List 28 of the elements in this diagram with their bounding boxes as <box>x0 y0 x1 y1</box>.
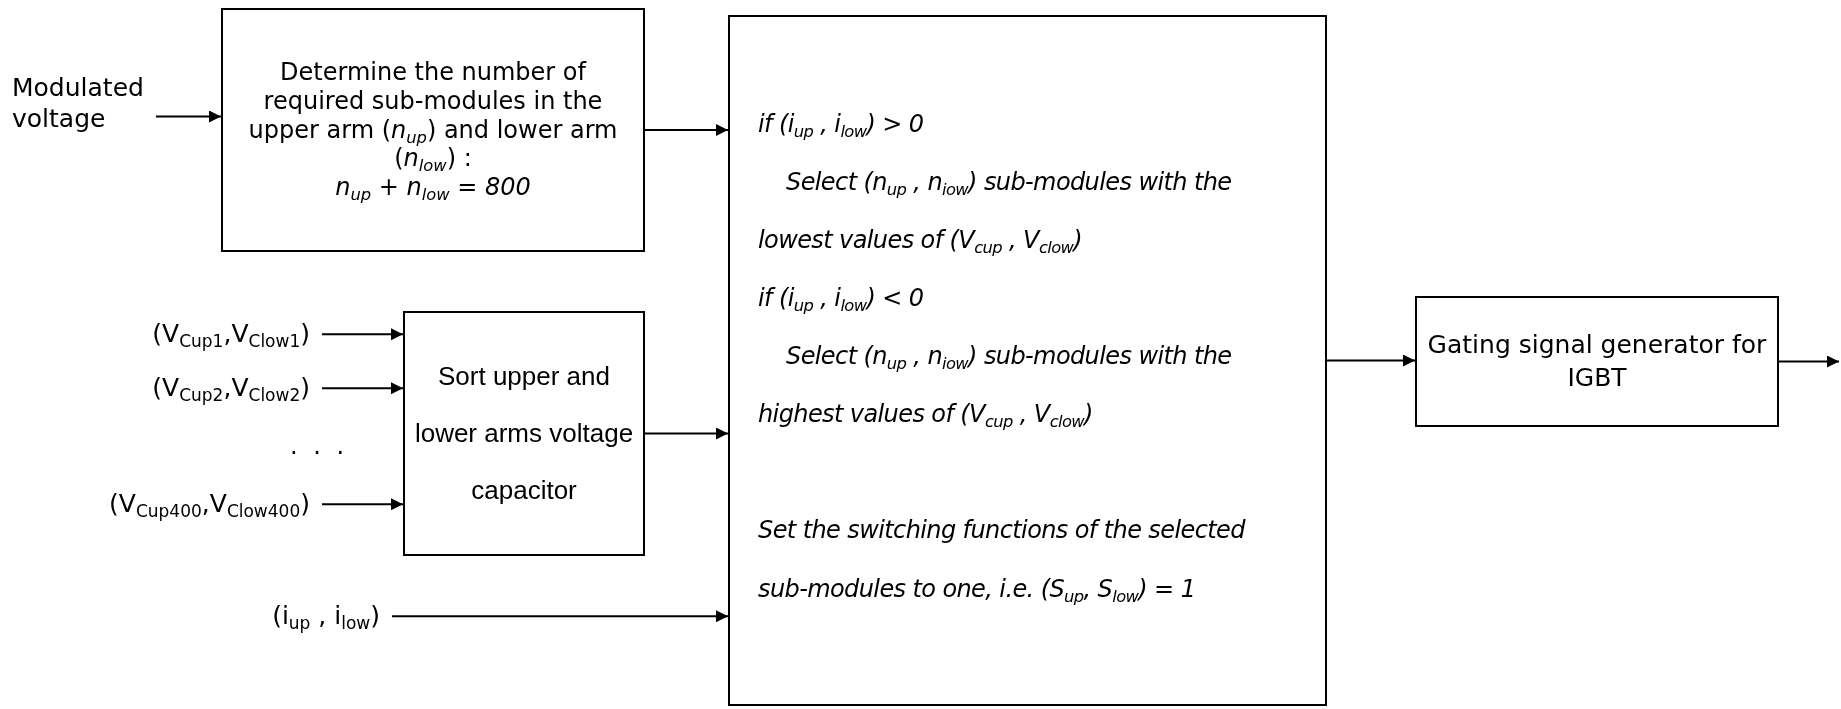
box-text: Select (n$_{up}$ , n$_{iow}$) sub-modules with the highest values of (V$_{cup}$ , V$_{clow}$) <box>758 341 1233 434</box>
input-label: (V$_{Cup2}$,V$_{Clow2}$) <box>152 372 310 405</box>
arrow <box>321 382 404 395</box>
box-text: Sort upper and lower arms voltage capacitor <box>413 359 635 508</box>
box-text: Gating signal generator for IGBT <box>1427 329 1767 394</box>
input-label: (V$_{Cup1}$,V$_{Clow1}$) <box>152 318 310 351</box>
box-text: if (i$_{up}$ , i$_{low}$) < 0 <box>758 283 925 318</box>
arrow <box>1326 354 1416 367</box>
arrow <box>391 610 729 623</box>
arrow <box>644 124 729 136</box>
process-box <box>403 311 645 556</box>
arrow <box>154 110 222 123</box>
box-text: Set the switching functions of the selected sub-modules to one, i.e. (S$_{up}$, S$_{low}$) = 1 <box>758 515 1247 608</box>
input-label: (i$_{up}$ , i$_{low}$) <box>272 600 380 633</box>
input-label: (V$_{Cup400}$,V$_{Clow400}$) <box>109 488 310 521</box>
box-text: Determine the number of required sub-modules in the upper arm (n$_{up}$) and lower arm (n$_{low}$) : <box>247 58 619 174</box>
process-box <box>221 8 645 252</box>
process-box <box>1415 296 1779 427</box>
arrow <box>321 498 404 511</box>
box-text: Select (n$_{up}$ , n$_{iow}$) sub-modules with the lowest values of (V$_{cup}$ , V$_{clow}$) <box>758 167 1233 260</box>
box-text: if (i$_{up}$ , i$_{low}$) > 0 <box>758 109 925 143</box>
box-text: n$_{up}$ + n$_{low}$ = 800 <box>335 173 531 202</box>
arrow <box>1778 355 1840 368</box>
ellipsis-label: . . . <box>290 432 349 460</box>
arrow <box>644 427 729 440</box>
arrow <box>321 328 404 341</box>
input-label: Modulated voltage <box>12 72 144 135</box>
process-box <box>728 15 1327 706</box>
